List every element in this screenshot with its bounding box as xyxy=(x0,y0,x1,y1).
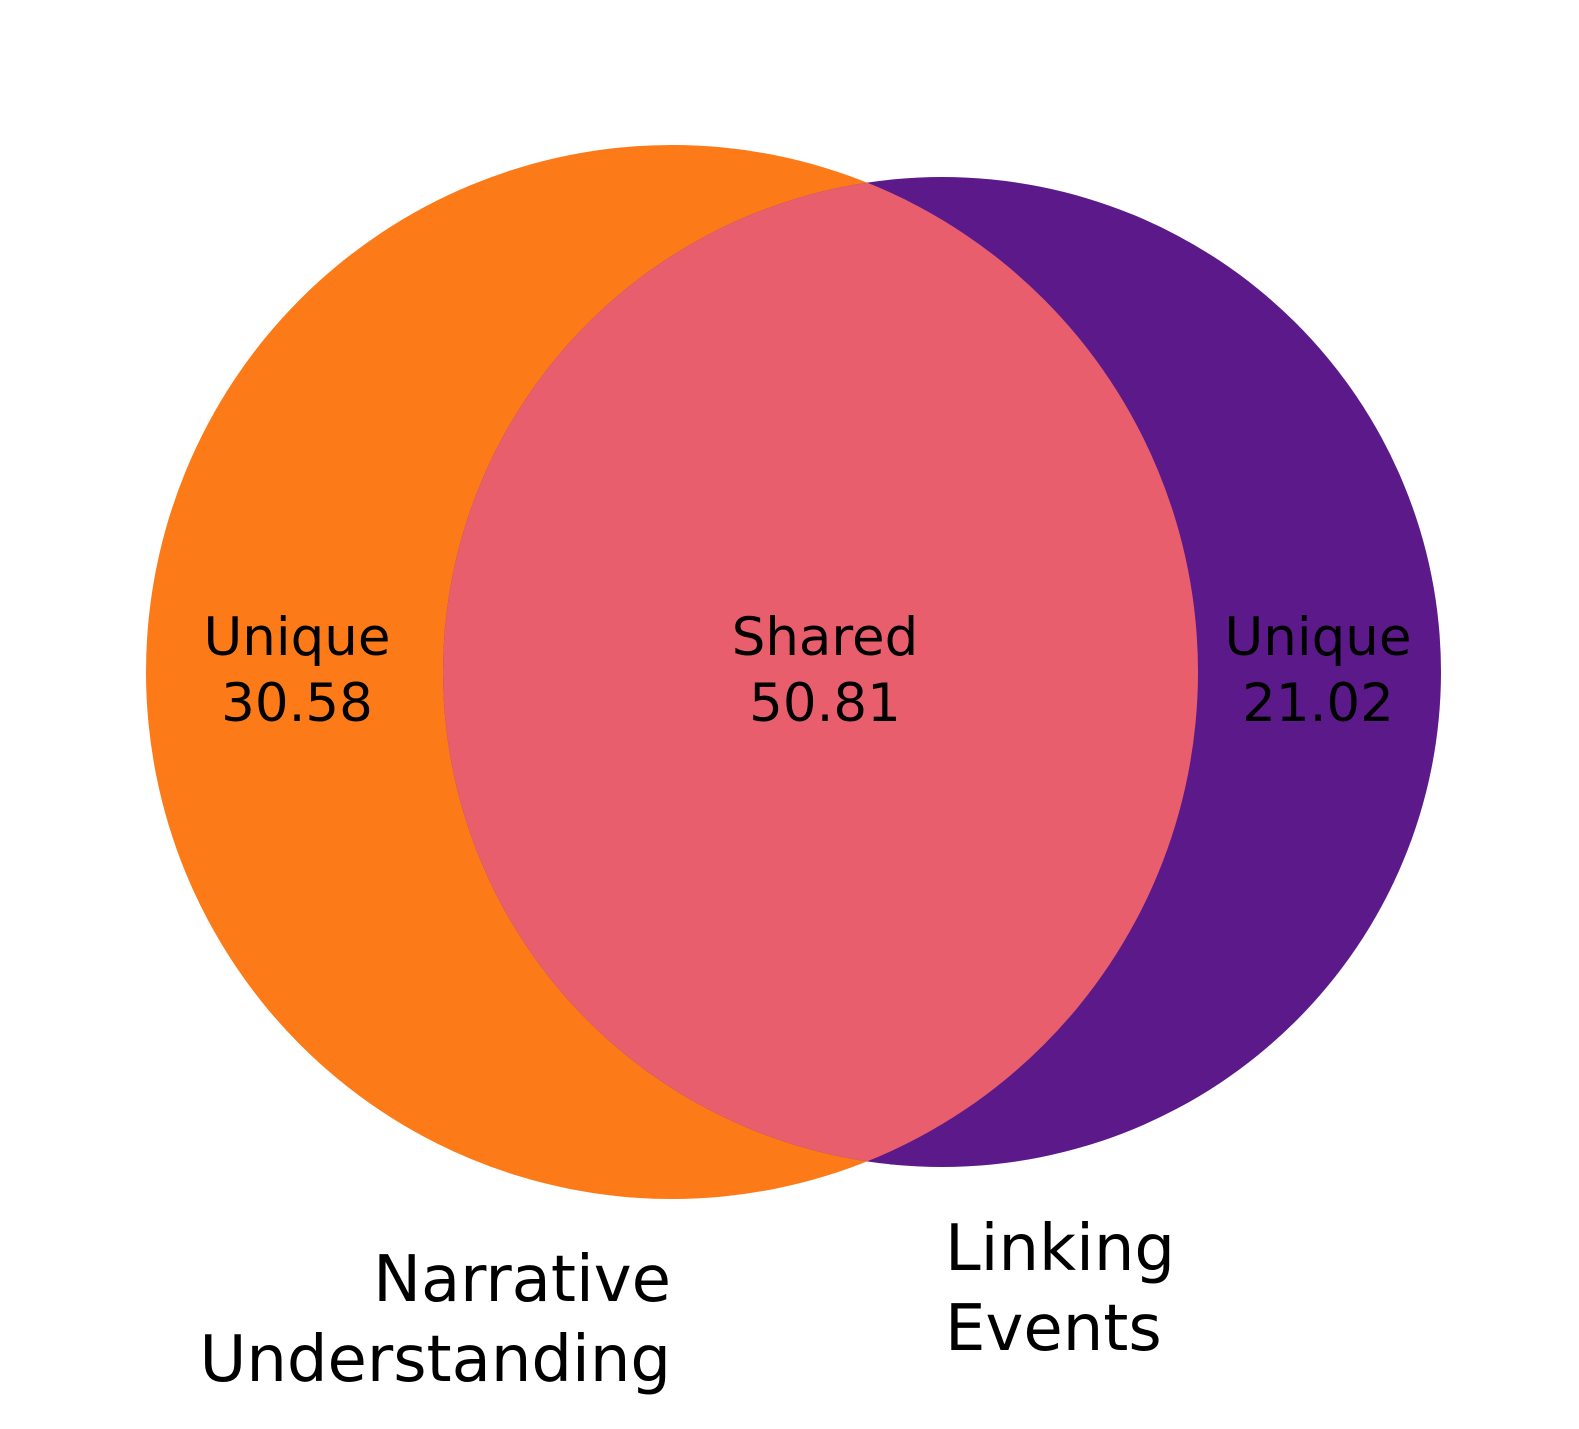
right-unique-value: 21.02 xyxy=(1242,673,1394,734)
set-label-linking-line1: Linking xyxy=(945,1212,1175,1286)
left-unique-value: 30.58 xyxy=(221,673,373,734)
shared-value: 50.81 xyxy=(749,673,901,734)
left-unique-label: Unique xyxy=(204,607,391,668)
shared-label: Shared xyxy=(732,607,919,668)
set-label-narrative-line2: Understanding xyxy=(199,1323,671,1397)
set-label-narrative-line1: Narrative xyxy=(373,1243,671,1317)
right-unique-label: Unique xyxy=(1225,607,1412,668)
set-label-linking-line2: Events xyxy=(945,1292,1162,1366)
